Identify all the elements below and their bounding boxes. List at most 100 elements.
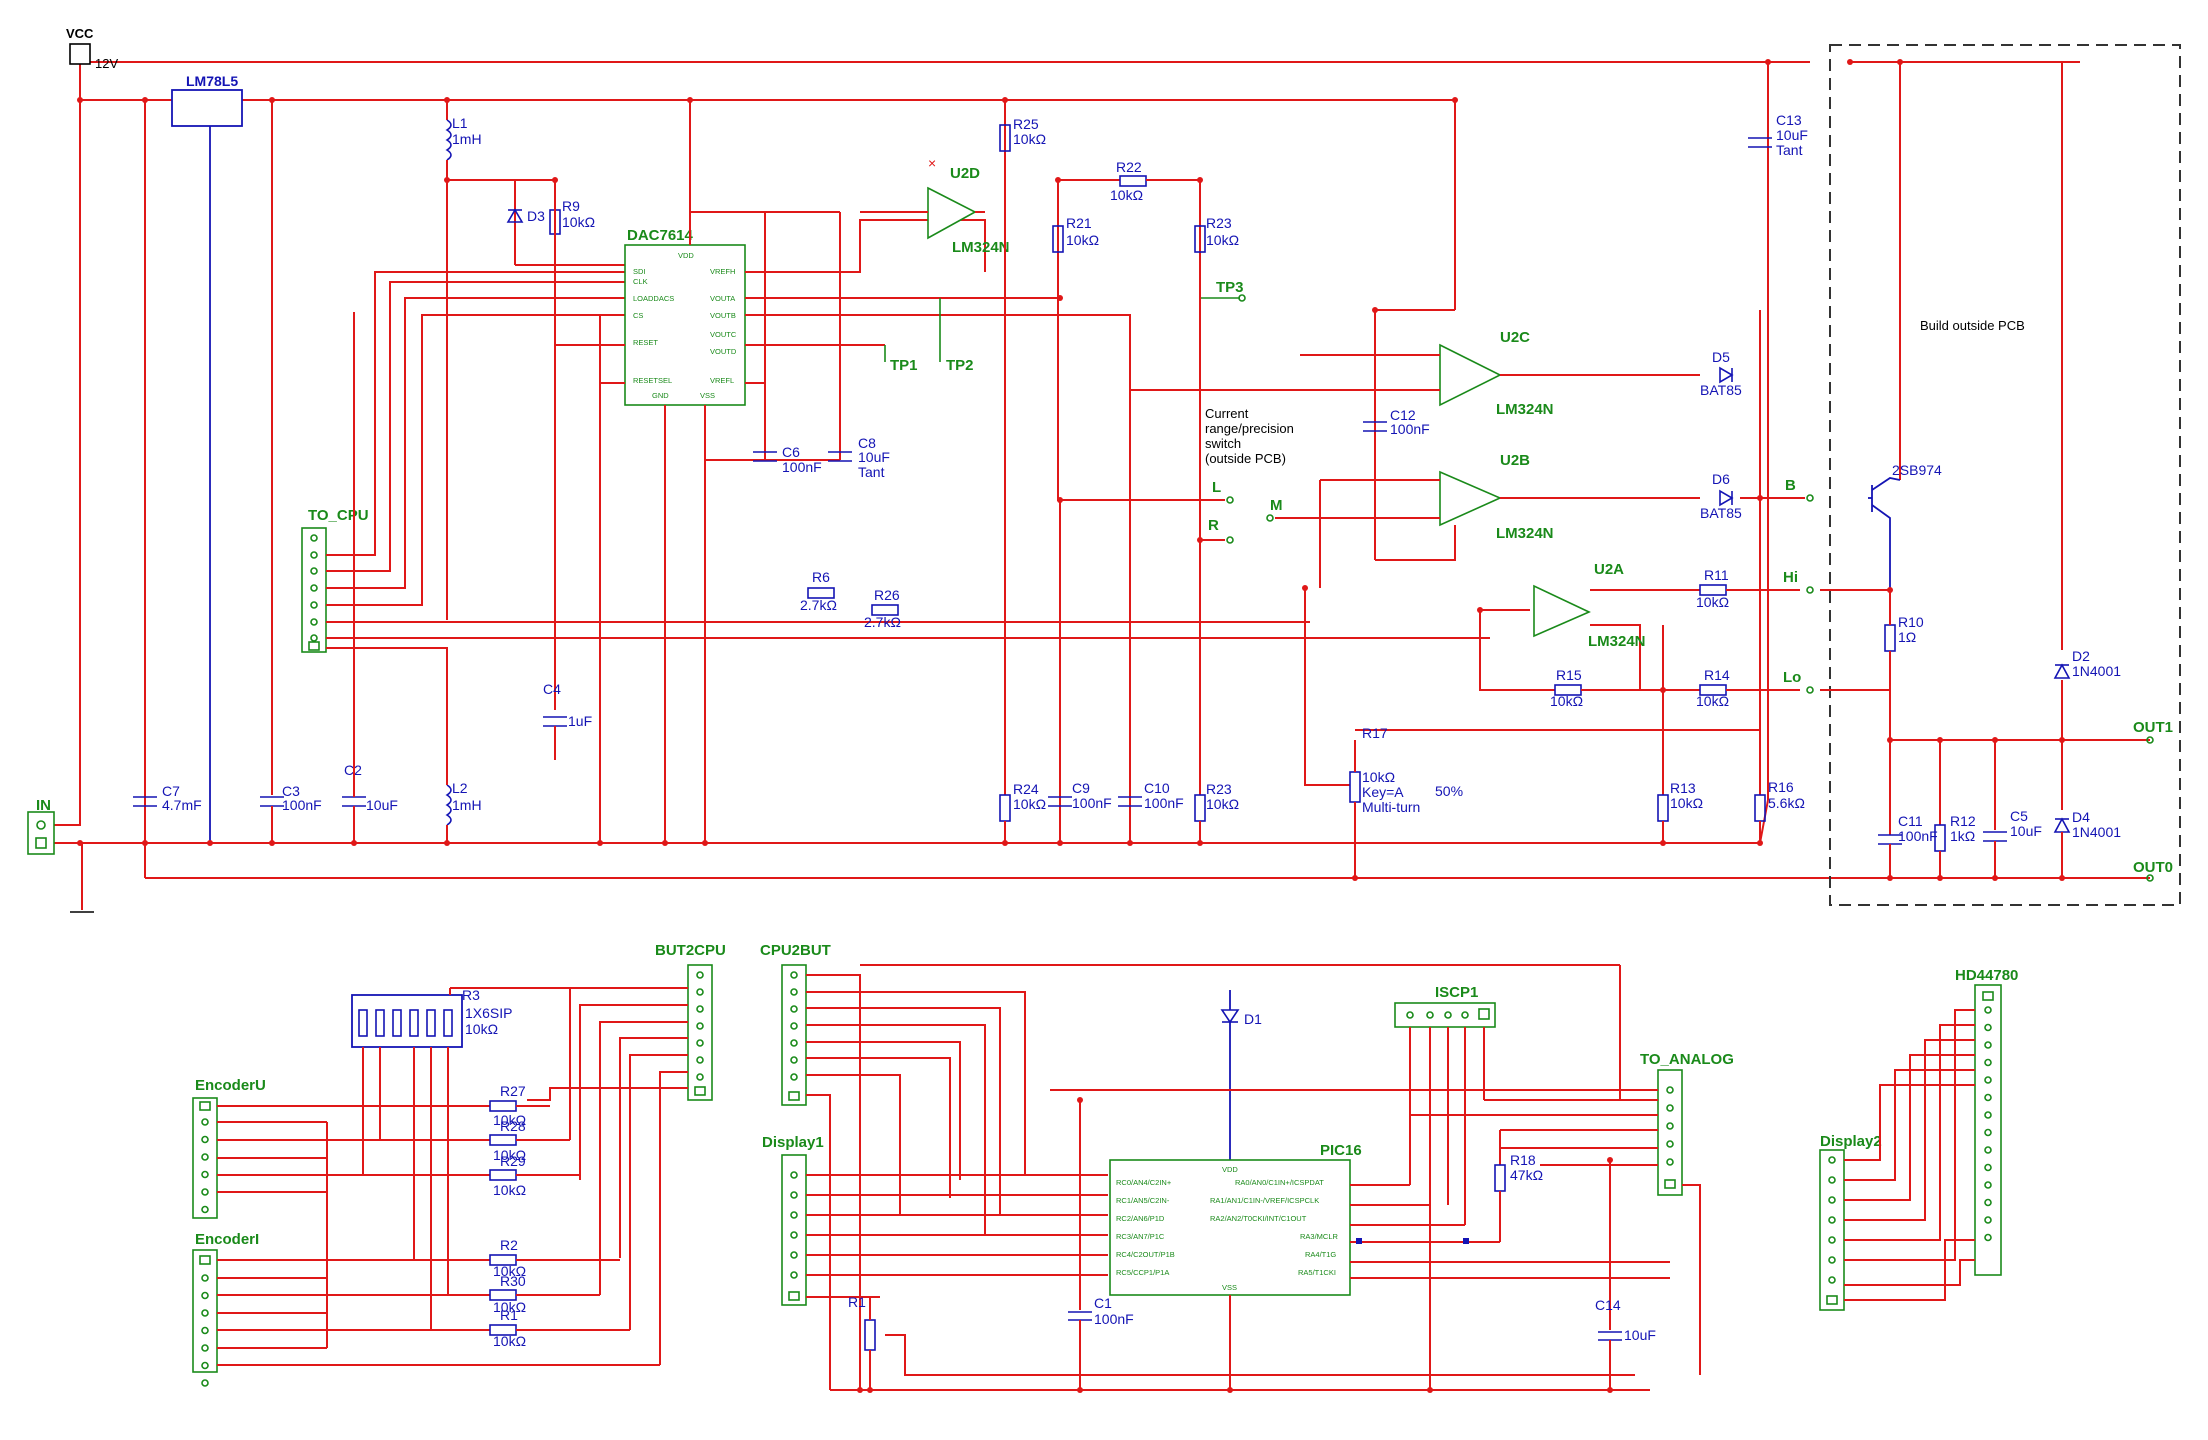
svg-text:R2: R2 — [500, 1237, 518, 1253]
svg-text:C11: C11 — [1898, 813, 1923, 829]
pin-dot — [1984, 1198, 1992, 1207]
junction-dot — [142, 840, 148, 846]
r17-pot: R17 10kΩ Key=A Multi-turn 50% R16 5.6kΩ — [1304, 310, 1805, 878]
svg-text:10kΩ: 10kΩ — [493, 1299, 526, 1315]
svg-text:R10: R10 — [1898, 614, 1924, 630]
encoder-u-connector: EncoderU R27 10kΩ R28 10kΩ R29 10kΩ — [192, 1077, 526, 1219]
svg-text:100nF: 100nF — [1898, 828, 1938, 844]
vcc-voltage: 12V — [95, 56, 118, 71]
pin-dot — [1828, 1236, 1836, 1244]
svg-text:VREFH: VREFH — [710, 267, 735, 276]
junction-dot — [1887, 737, 1893, 743]
svg-text:R21: R21 — [1066, 215, 1092, 231]
svg-text:RA0/AN0/C1IN+/ICSPDAT: RA0/AN0/C1IN+/ICSPDAT — [1235, 1178, 1324, 1187]
svg-text:1Ω: 1Ω — [1898, 629, 1916, 645]
svg-text:M: M — [1270, 497, 1283, 514]
junction-dot — [1937, 737, 1943, 743]
encoder-i-connector: EncoderI R2 10kΩ R30 10kΩ R1 10kΩ — [192, 1047, 660, 1373]
svg-text:VDD: VDD — [1222, 1165, 1238, 1174]
svg-text:R29: R29 — [500, 1153, 526, 1169]
svg-text:VOUTB: VOUTB — [710, 311, 736, 320]
c6-c8: C6 100nF C8 10uF Tant — [753, 435, 890, 480]
svg-text:RA1/AN1/C1IN-/VREF/ICSPCLK: RA1/AN1/C1IN-/VREF/ICSPCLK — [1210, 1196, 1319, 1205]
svg-text:VSS: VSS — [1222, 1283, 1237, 1292]
svg-text:100nF: 100nF — [1390, 421, 1430, 437]
vcc-symbol: VCC 12V — [66, 26, 118, 71]
pin-dot — [201, 1118, 209, 1126]
pin-dot — [1984, 1128, 1992, 1137]
svg-text:C4: C4 — [543, 681, 561, 697]
svg-text:5.6kΩ: 5.6kΩ — [1768, 795, 1805, 811]
pin-dot — [1984, 1076, 1992, 1084]
svg-text:10uF: 10uF — [1624, 1327, 1656, 1343]
svg-text:R25: R25 — [1013, 116, 1039, 132]
svg-text:2.7kΩ: 2.7kΩ — [800, 597, 837, 613]
u2d-opamp: U2D LM324N × — [860, 155, 1010, 256]
svg-text:RC0/AN4/C2IN+: RC0/AN4/C2IN+ — [1116, 1178, 1172, 1187]
svg-text:R: R — [1208, 517, 1219, 534]
svg-text:10uF: 10uF — [366, 797, 398, 813]
svg-text:C5: C5 — [2010, 808, 2028, 824]
svg-text:10kΩ: 10kΩ — [562, 214, 595, 230]
junction-dot — [444, 97, 450, 103]
pin-dot — [1444, 1011, 1452, 1019]
junction-dot — [1477, 607, 1483, 613]
pin-dot — [1984, 1023, 1992, 1032]
junction-dot — [351, 840, 357, 846]
svg-text:VSS: VSS — [700, 391, 715, 400]
regulator-label: LM78L5 — [186, 73, 238, 89]
svg-text:1kΩ: 1kΩ — [1950, 828, 1975, 844]
pin-dot — [1984, 1111, 1992, 1119]
junction-dot — [1847, 59, 1853, 65]
svg-text:switch: switch — [1205, 436, 1241, 451]
svg-text:D1: D1 — [1244, 1011, 1262, 1027]
svg-text:100nF: 100nF — [782, 459, 822, 475]
svg-text:10kΩ: 10kΩ — [1013, 796, 1046, 812]
d3-r9: D3 R9 10kΩ — [447, 179, 625, 710]
svg-text:RC4/C2OUT/P1B: RC4/C2OUT/P1B — [1116, 1250, 1175, 1259]
svg-text:10kΩ: 10kΩ — [1696, 693, 1729, 709]
outside-pcb-block: Build outside PCB 2SB974 R10 1Ω OUT1 OUT… — [1820, 44, 2181, 906]
junction-dot — [1055, 177, 1061, 183]
junction-dot — [1897, 59, 1903, 65]
svg-text:10kΩ: 10kΩ — [1362, 769, 1395, 785]
svg-text:LM324N: LM324N — [1588, 633, 1646, 650]
svg-text:L: L — [1212, 479, 1221, 496]
svg-text:VOUTC: VOUTC — [710, 330, 737, 339]
svg-text:L2: L2 — [452, 780, 468, 796]
pin-dot — [790, 1022, 798, 1030]
svg-text:CLK: CLK — [633, 277, 648, 286]
svg-text:10kΩ: 10kΩ — [1110, 187, 1143, 203]
junction-dot — [1057, 497, 1063, 503]
junction-dot — [207, 840, 213, 846]
but2cpu-connector: BUT2CPU — [655, 942, 726, 1101]
svg-text:RESETSEL: RESETSEL — [633, 376, 672, 385]
svg-text:2.7kΩ: 2.7kΩ — [864, 614, 901, 630]
pin-dot — [1984, 1093, 1992, 1102]
r18-resistor: R18 47kΩ — [1494, 1130, 1543, 1242]
u2a-opamp: U2A LM324N — [1480, 561, 1700, 690]
svg-text:HD44780: HD44780 — [1955, 967, 2018, 984]
svg-text:R12: R12 — [1950, 813, 1976, 829]
junction-dot — [1937, 875, 1943, 881]
svg-text:LM324N: LM324N — [1496, 401, 1554, 418]
svg-text:100nF: 100nF — [1094, 1311, 1134, 1327]
svg-text:10kΩ: 10kΩ — [493, 1182, 526, 1198]
pin-dot — [1984, 1181, 1992, 1189]
svg-text:10uF: 10uF — [858, 449, 890, 465]
r6-r26: R6 2.7kΩ R26 2.7kΩ — [800, 569, 901, 630]
svg-text:C7: C7 — [162, 783, 180, 799]
pin-dot — [201, 1205, 209, 1214]
svg-text:10kΩ: 10kΩ — [493, 1263, 526, 1279]
display2-connector: Display2 — [1819, 1009, 1975, 1311]
svg-text:10kΩ: 10kΩ — [1670, 795, 1703, 811]
svg-text:(outside PCB): (outside PCB) — [1205, 451, 1286, 466]
svg-text:BAT85: BAT85 — [1700, 505, 1742, 521]
pin-dot — [790, 1073, 798, 1081]
svg-text:Tant: Tant — [858, 464, 885, 480]
hi-lo-b-nets: B Hi Lo — [1740, 477, 1814, 694]
cpu2but-connector: CPU2BUT — [760, 942, 1621, 1390]
svg-text:R16: R16 — [1768, 779, 1794, 795]
svg-text:C8: C8 — [858, 435, 876, 451]
svg-text:10kΩ: 10kΩ — [1206, 796, 1239, 812]
